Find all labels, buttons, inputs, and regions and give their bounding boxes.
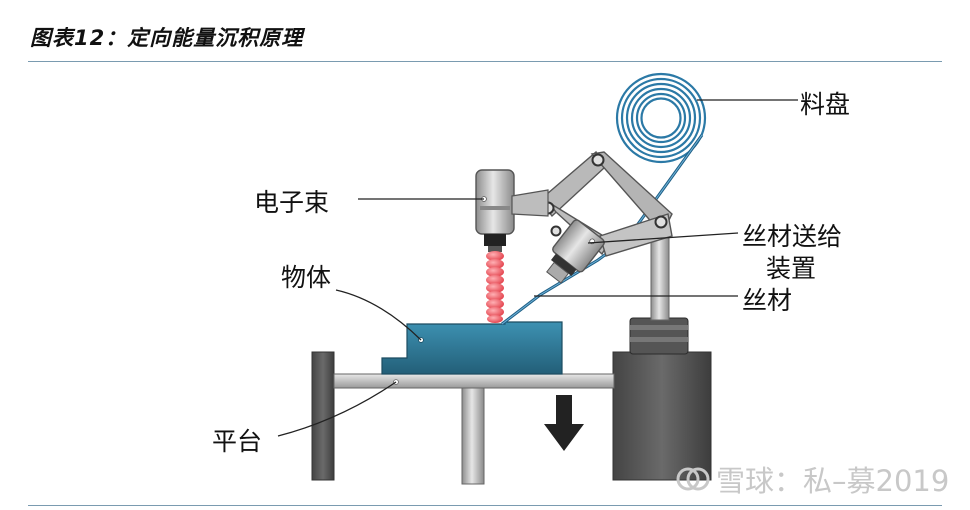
watermark: 雪球：私–募2019 bbox=[676, 458, 949, 500]
machine-box bbox=[612, 351, 712, 481]
label-object: 物体 bbox=[281, 263, 332, 292]
down-arrow-icon bbox=[544, 395, 584, 451]
snowball-logo-icon bbox=[676, 467, 710, 491]
center-column bbox=[461, 387, 485, 485]
machine-collar bbox=[629, 317, 689, 355]
label-wire-feeder-1: 丝材送给 bbox=[742, 222, 843, 251]
label-wire: 丝材 bbox=[742, 286, 793, 315]
platform bbox=[333, 373, 615, 389]
electron-beam bbox=[486, 251, 504, 323]
watermark-text: 雪球：私–募2019 bbox=[716, 464, 950, 498]
label-spool: 料盘 bbox=[800, 90, 851, 119]
wire-feeder-nozzle bbox=[546, 219, 605, 284]
electron-gun-body bbox=[475, 169, 515, 235]
leader-lines bbox=[277, 99, 798, 437]
object-block bbox=[381, 321, 563, 375]
wire-spool-icon bbox=[615, 72, 707, 164]
arm-link-right bbox=[590, 151, 673, 236]
label-electron-beam: 电子束 bbox=[254, 188, 330, 217]
bottom-rule bbox=[28, 505, 942, 506]
label-wire-feeder-2: 装置 bbox=[766, 254, 817, 283]
figure-title: 图表12：定向能量沉积原理 bbox=[30, 26, 304, 50]
left-post bbox=[311, 351, 335, 481]
title-rule bbox=[28, 61, 942, 62]
label-platform: 平台 bbox=[212, 427, 263, 456]
